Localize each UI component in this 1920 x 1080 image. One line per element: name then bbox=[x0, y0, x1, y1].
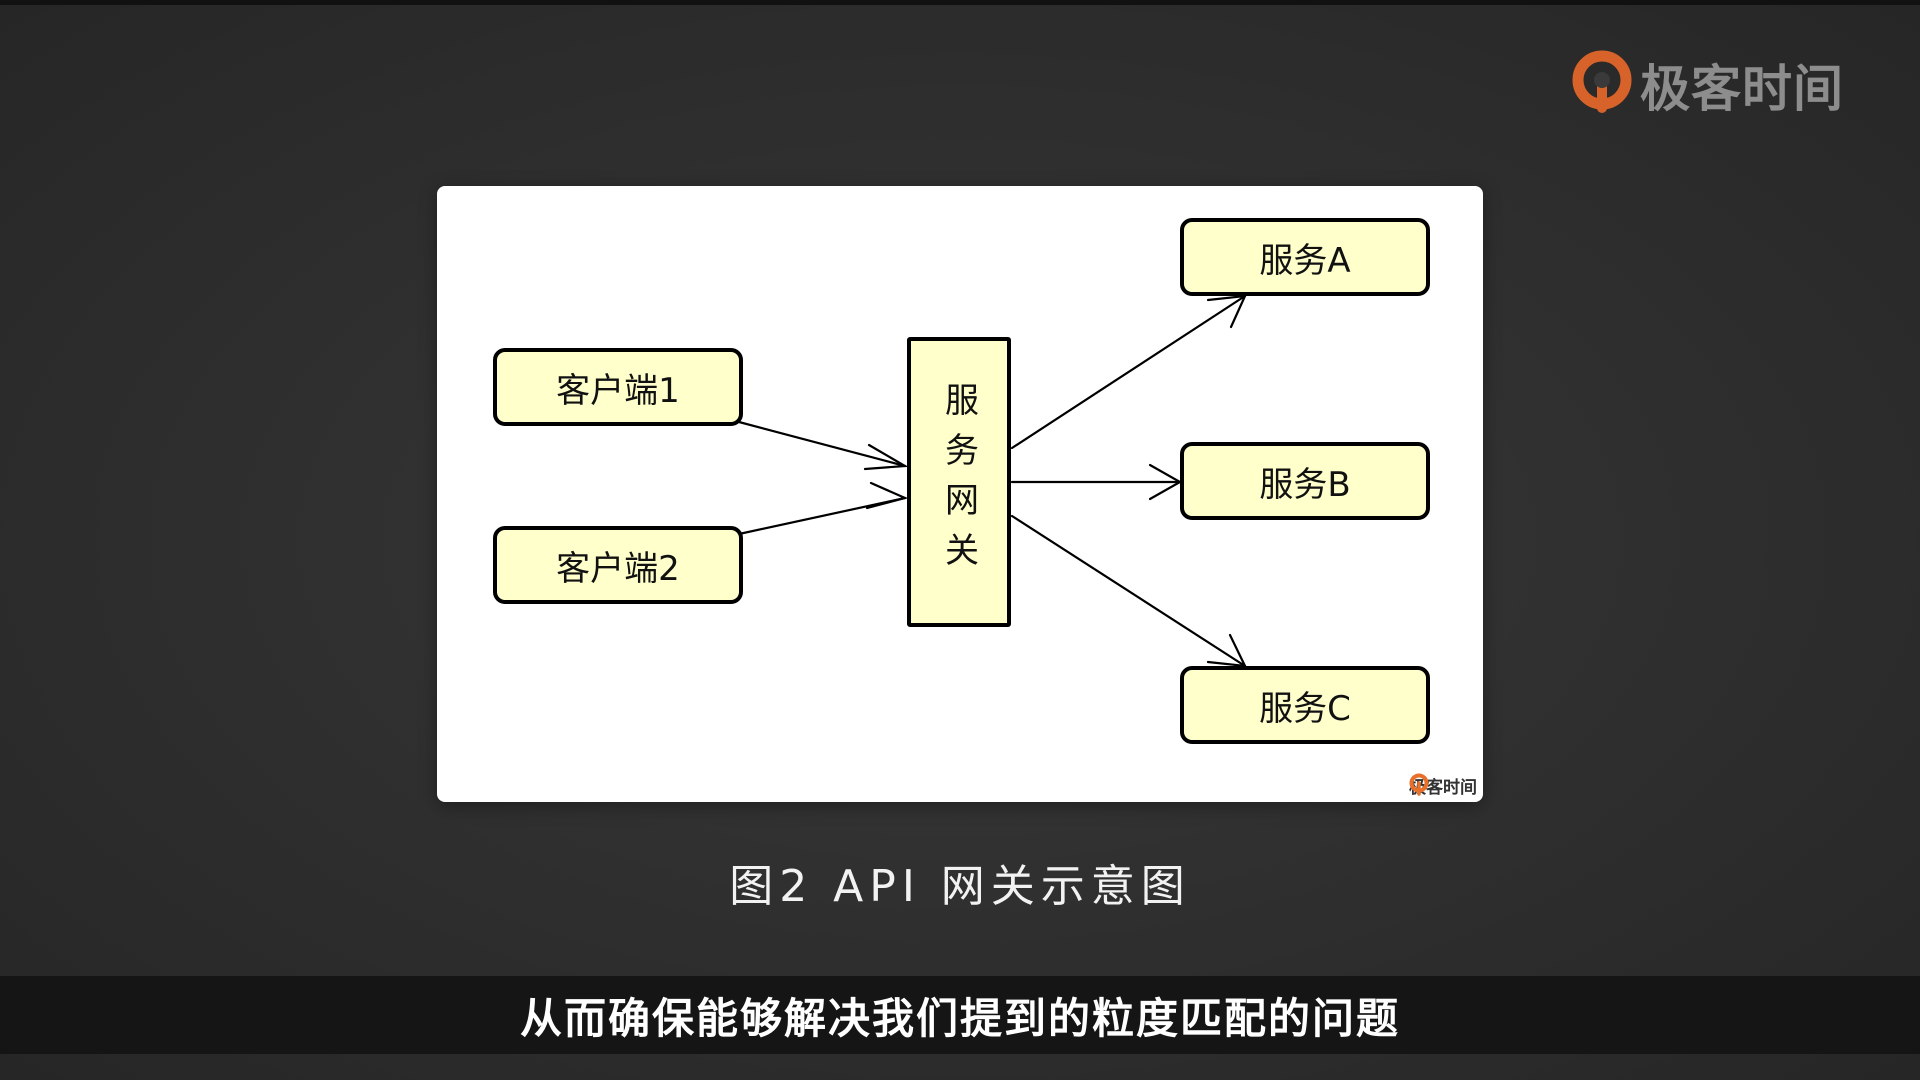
gateway-node: 服务网关 bbox=[907, 337, 1011, 627]
client2-node: 客户端2 bbox=[493, 526, 743, 604]
card-watermark: 极客时间 bbox=[1409, 773, 1477, 798]
arrowhead-serviceA bbox=[1206, 294, 1247, 329]
arrowhead-client2 bbox=[865, 481, 909, 510]
serviceC-node: 服务C bbox=[1180, 666, 1430, 744]
arrow-client1-gateway bbox=[737, 420, 907, 468]
subtitle-bar: 从而确保能够解决我们提到的粒度匹配的问题 bbox=[0, 976, 1920, 1054]
figure-caption: 图2 API 网关示意图 bbox=[729, 861, 1191, 912]
arrow-client2-gateway bbox=[737, 496, 907, 536]
arrowhead-client1 bbox=[863, 443, 909, 471]
client1-node: 客户端1 bbox=[493, 348, 743, 426]
subtitle-text: 从而确保能够解决我们提到的粒度匹配的问题 bbox=[519, 993, 1400, 1043]
brand-name: 极客时间 bbox=[1640, 60, 1844, 118]
top-border bbox=[0, 0, 1920, 5]
diagram-arrows bbox=[737, 294, 1247, 668]
brand-logo: 极客时间 bbox=[1572, 50, 1844, 120]
geektime-small-logo-icon bbox=[1409, 773, 1429, 796]
arrow-gateway-serviceA bbox=[1010, 294, 1247, 450]
serviceA-node: 服务A bbox=[1180, 218, 1430, 296]
diagram-card: 客户端1 客户端2 服务网关 服务A 服务B 服务C 极客时间 bbox=[437, 186, 1483, 802]
serviceB-node: 服务B bbox=[1180, 442, 1430, 520]
arrow-gateway-serviceC bbox=[1010, 514, 1247, 668]
geektime-logo-icon bbox=[1572, 50, 1632, 113]
